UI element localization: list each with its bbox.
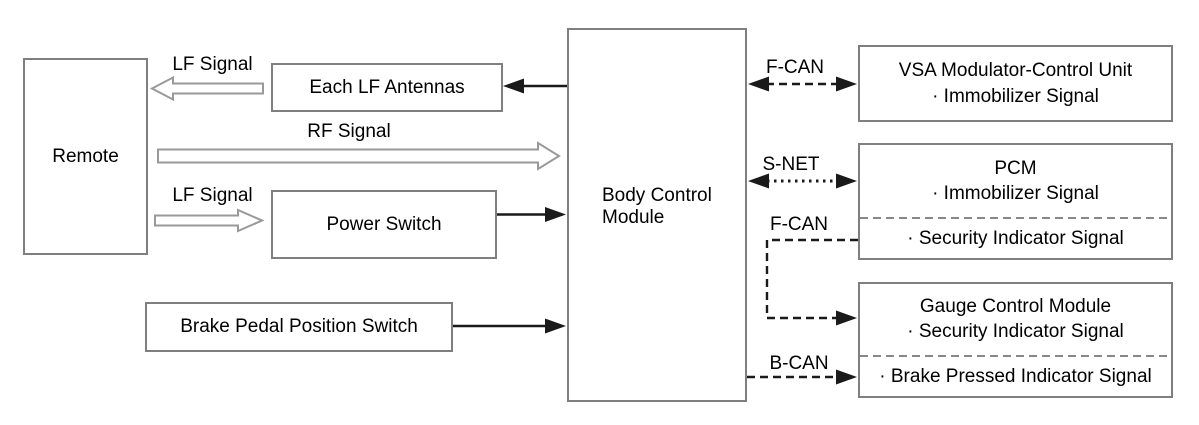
power-switch-box: Power Switch (271, 190, 497, 259)
fcan-label-top: F-CAN (765, 57, 825, 78)
remote-label: Remote (52, 145, 119, 167)
vsa-immobilizer-signal: · Immobilizer Signal (932, 85, 1099, 107)
pcm-section-divider (860, 216, 1171, 219)
rf-signal-arrow-to-bcm-icon (157, 141, 561, 171)
pcm-immobilizer-signal: · Immobilizer Signal (932, 182, 1099, 204)
pcm-box: PCM · Immobilizer Signal · Security Indi… (858, 143, 1173, 260)
gauge-control-module-box: Gauge Control Module · Security Indicato… (858, 282, 1173, 398)
arrow-power-switch-to-bcm (497, 207, 566, 222)
body-control-module-box: Body Control Module (567, 28, 747, 402)
gauge-section-divider (860, 354, 1171, 357)
arrow-bcm-to-antennas (503, 78, 567, 94)
bcan-label: B-CAN (769, 353, 829, 374)
gauge-brake-pressed-indicator-signal: · Brake Pressed Indicator Signal (879, 365, 1152, 387)
snet-label: S-NET (762, 154, 820, 175)
pcm-title: PCM (994, 157, 1037, 179)
pcm-lower-section: · Security Indicator Signal (860, 219, 1171, 258)
pcm-upper-section: PCM · Immobilizer Signal (860, 145, 1171, 217)
fcan-label-branch: F-CAN (769, 214, 829, 235)
each-lf-antennas-label: Each LF Antennas (309, 76, 465, 98)
fcan-branch-pcm-to-gauge (765, 238, 858, 326)
vsa-title: VSA Modulator-Control Unit (898, 59, 1133, 81)
lf-signal-label-bottom: LF Signal (172, 185, 253, 206)
lf-signal-label-top: LF Signal (172, 54, 253, 75)
gauge-brake-pressed-section: · Brake Pressed Indicator Signal (860, 357, 1171, 396)
vsa-modulator-control-unit-box: VSA Modulator-Control Unit · Immobilizer… (858, 45, 1173, 122)
gauge-upper-section: Gauge Control Module · Security Indicato… (860, 284, 1171, 355)
fcan-double-arrow-bcm-vsa (748, 76, 857, 92)
brake-pedal-position-switch-box: Brake Pedal Position Switch (145, 302, 453, 352)
lf-signal-arrow-to-remote-icon (149, 75, 264, 102)
gauge-title: Gauge Control Module (919, 296, 1112, 318)
body-control-module-label: Body Control Module (602, 185, 712, 228)
pcm-security-indicator-signal: · Security Indicator Signal (907, 227, 1124, 249)
gauge-security-indicator-signal: · Security Indicator Signal (907, 321, 1124, 343)
each-lf-antennas-box: Each LF Antennas (271, 63, 503, 112)
brake-pedal-position-switch-label: Brake Pedal Position Switch (180, 316, 418, 337)
arrow-brake-switch-to-bcm (453, 318, 566, 334)
rf-signal-label: RF Signal (307, 121, 391, 142)
snet-double-arrow-bcm-pcm (748, 173, 857, 189)
remote-box: Remote (23, 58, 148, 255)
power-switch-label: Power Switch (326, 213, 442, 235)
lf-signal-arrow-to-power-switch-icon (154, 208, 265, 233)
bcan-arrow-bcm-to-gauge (747, 369, 857, 385)
